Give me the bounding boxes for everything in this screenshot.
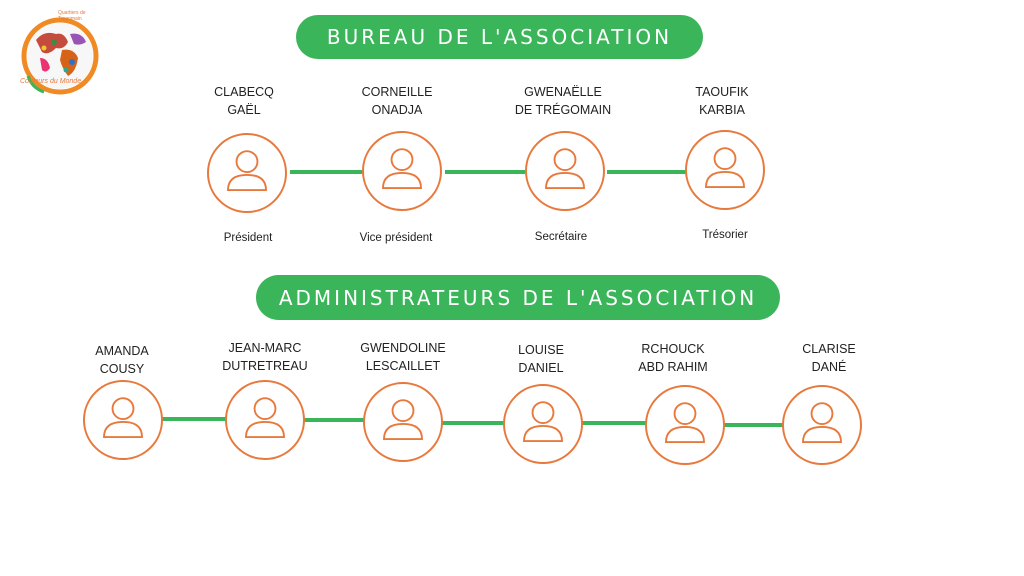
connector	[162, 417, 226, 421]
person-icon	[227, 150, 267, 192]
member-role: Président	[223, 232, 273, 244]
connector	[304, 418, 364, 422]
administrateurs-title: ADMINISTRATEURS DE L'ASSOCIATION	[278, 285, 758, 310]
admin-avatar	[782, 385, 862, 465]
admin-avatar	[503, 384, 583, 464]
person-icon	[665, 402, 705, 444]
member-avatar	[207, 133, 287, 213]
logo-caption: Couleurs du Monde	[20, 78, 82, 85]
admin-avatar	[363, 382, 443, 462]
member-role: Secrétaire	[534, 231, 588, 243]
connector	[582, 421, 646, 425]
person-icon	[245, 397, 285, 439]
member-avatar	[362, 131, 442, 211]
admin-avatar	[83, 380, 163, 460]
person-icon	[523, 401, 563, 443]
member-avatar	[525, 131, 605, 211]
connector	[442, 421, 504, 425]
admin-avatar	[645, 385, 725, 465]
connector	[445, 170, 525, 174]
member-role: Vice président	[359, 232, 433, 244]
person-icon	[802, 402, 842, 444]
bureau-title: BUREAU DE L'ASSOCIATION	[326, 25, 673, 49]
connector	[607, 170, 686, 174]
logo-top-text: Quartiers de Tregomain	[58, 10, 86, 22]
bureau-banner: BUREAU DE L'ASSOCIATION	[296, 15, 703, 59]
administrateurs-banner: ADMINISTRATEURS DE L'ASSOCIATION	[256, 275, 780, 320]
person-icon	[705, 147, 745, 189]
admin-avatar	[225, 380, 305, 460]
person-icon	[383, 399, 423, 441]
person-icon	[103, 397, 143, 439]
association-logo: Couleurs du Monde Quartiers de Tregomain	[14, 10, 106, 98]
member-avatar	[685, 130, 765, 210]
connector	[290, 170, 363, 174]
connector	[724, 423, 784, 427]
person-icon	[545, 148, 585, 190]
member-role: Trésorier	[702, 229, 748, 241]
person-icon	[382, 148, 422, 190]
